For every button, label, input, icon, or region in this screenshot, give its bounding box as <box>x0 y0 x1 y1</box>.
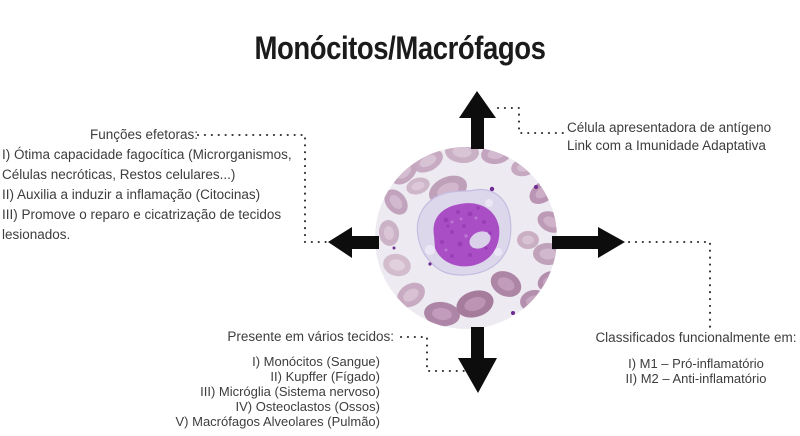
effector-line: I) Ótima capacidade fagocítica (Microrga… <box>2 147 292 162</box>
tissue-item: I) Monócitos (Sangue) <box>252 354 380 369</box>
direction-arrows <box>328 91 625 393</box>
classification-block: Classificados funcionalmente em: I) M1 –… <box>595 330 797 386</box>
classification-item: I) M1 – Pró-inflamatório <box>628 356 764 371</box>
blood-smear-image <box>375 147 557 329</box>
effector-line: III) Promove o reparo e cicatrização de … <box>2 207 282 222</box>
effector-line: II) Auxilia a induzir a inflamação (Cito… <box>2 187 261 202</box>
classification-item: II) M2 – Anti-inflamatório <box>625 371 767 386</box>
antigen-line: Célula apresentadora de antígeno <box>567 120 772 135</box>
page-title: Monócitos/Macrófagos <box>254 30 546 66</box>
effector-line: Células necróticas, Restos celulares...) <box>2 167 236 182</box>
arrow-down-icon <box>458 327 497 393</box>
tissues-heading: Presente em vários tecidos: <box>227 329 394 344</box>
effector-line: lesionados. <box>2 227 71 242</box>
dotted-connectors <box>196 106 712 373</box>
antigen-presenting-block: Célula apresentadora de antígeno Link co… <box>567 119 771 155</box>
arrow-up-icon <box>459 91 496 149</box>
dotted-connector-antigen <box>496 106 567 135</box>
effector-functions-block: Funções efetoras: I) Ótima capacidade fa… <box>2 125 318 245</box>
tissues-block: Presente em vários tecidos: I) Monócitos… <box>140 329 394 429</box>
antigen-line: Link com a Imunidade Adaptativa <box>567 138 766 153</box>
arrow-left-icon <box>328 227 379 258</box>
effector-functions-heading: Funções efetoras: <box>90 127 199 142</box>
tissue-item: III) Micróglia (Sistema nervoso) <box>200 384 380 399</box>
tissue-item: IV) Osteoclastos (Ossos) <box>235 399 380 414</box>
tissue-item: II) Kupffer (Fígado) <box>270 369 380 384</box>
classification-heading: Classificados funcionalmente em: <box>595 330 797 345</box>
dotted-connector-tissues <box>399 335 466 373</box>
dotted-connector-classification <box>627 240 712 334</box>
arrow-right-icon <box>552 227 625 258</box>
monocyte-cell <box>416 188 512 276</box>
tissue-item: V) Macrófagos Alveolares (Pulmão) <box>175 414 380 429</box>
